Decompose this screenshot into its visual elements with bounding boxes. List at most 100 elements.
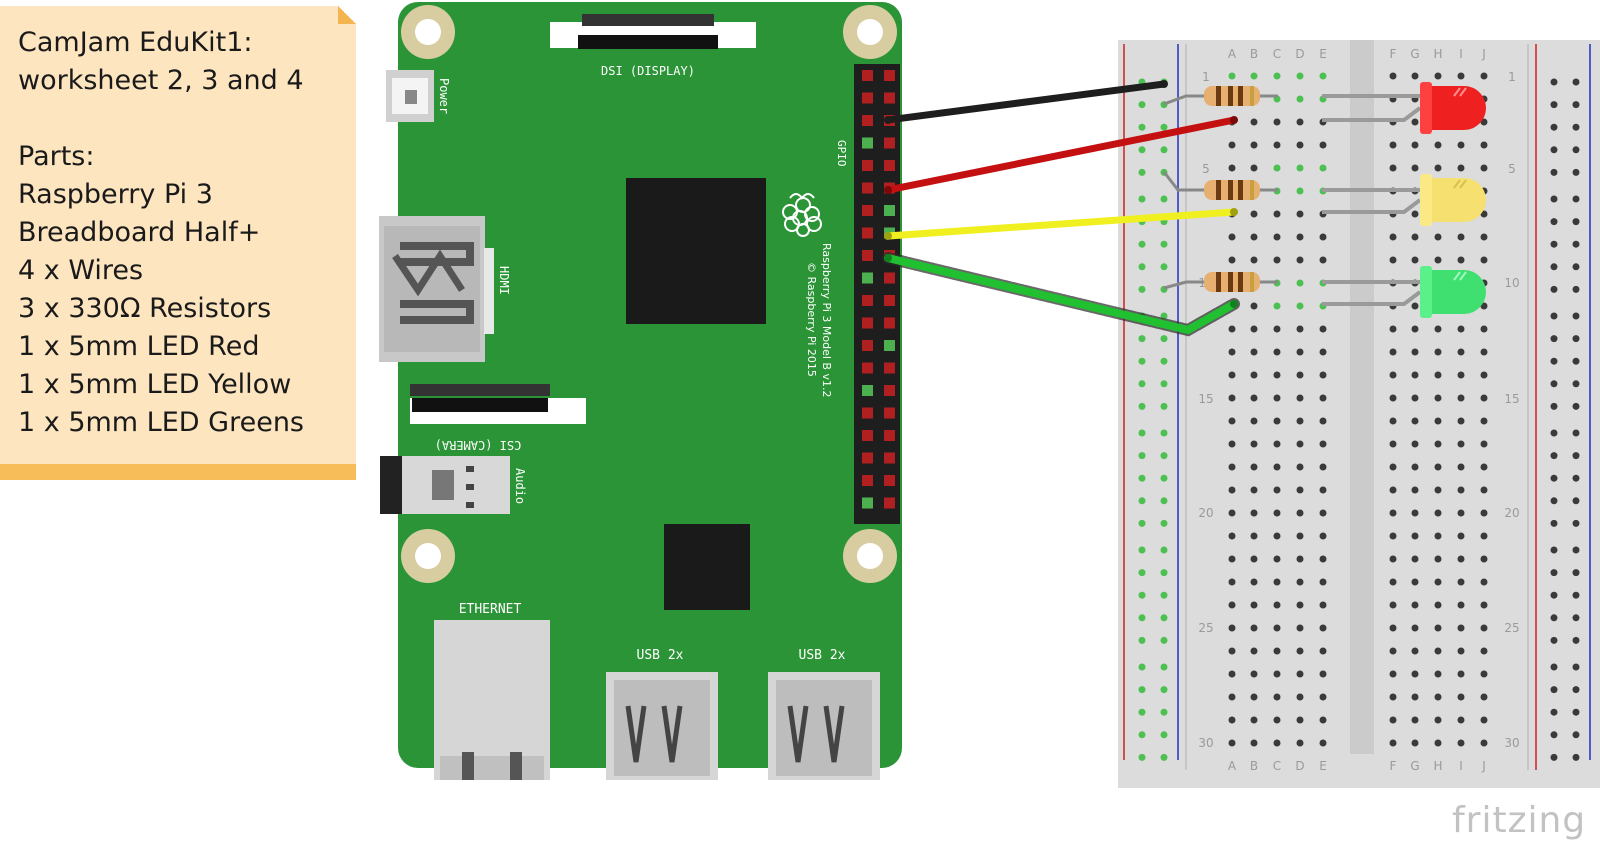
gpio-pin xyxy=(862,407,873,419)
breadboard-hole xyxy=(1319,141,1327,149)
breadboard-hole xyxy=(1389,325,1397,333)
breadboard-hole xyxy=(1434,348,1442,356)
gpio-pin xyxy=(884,317,895,329)
column-letter: H xyxy=(1433,759,1442,773)
column-letter: I xyxy=(1459,47,1463,61)
led-yellow xyxy=(1420,174,1486,226)
breadboard-hole xyxy=(1389,716,1397,724)
breadboard-hole xyxy=(1411,486,1419,494)
breadboard-hole xyxy=(1319,670,1327,678)
breadboard-hole xyxy=(1160,380,1168,388)
breadboard-hole xyxy=(1411,693,1419,701)
breadboard-hole xyxy=(1250,716,1258,724)
gpio-pin xyxy=(862,385,873,396)
breadboard-hole xyxy=(1572,708,1580,716)
breadboard-hole xyxy=(1550,474,1558,482)
breadboard-hole xyxy=(1296,348,1304,356)
soc-chip xyxy=(626,178,766,324)
breadboard-hole xyxy=(1572,591,1580,599)
breadboard-hole xyxy=(1250,417,1258,425)
breadboard-hole xyxy=(1160,731,1168,739)
breadboard-hole xyxy=(1319,256,1327,264)
breadboard-hole xyxy=(1480,394,1488,402)
breadboard-hole xyxy=(1457,256,1465,264)
breadboard-hole xyxy=(1160,429,1168,437)
column-letter: I xyxy=(1459,759,1463,773)
led-green xyxy=(1420,266,1486,318)
breadboard-hole xyxy=(1319,555,1327,563)
dsi-label: DSI (DISPLAY) xyxy=(601,64,695,78)
breadboard-hole xyxy=(1389,532,1397,540)
breadboard-hole xyxy=(1457,394,1465,402)
breadboard-hole xyxy=(1296,279,1304,287)
breadboard-hole xyxy=(1434,164,1442,172)
breadboard-hole xyxy=(1138,452,1146,460)
usb-label-2: USB 2x xyxy=(799,648,846,663)
breadboard-hole xyxy=(1411,532,1419,540)
breadboard-hole xyxy=(1138,101,1146,109)
breadboard-hole xyxy=(1273,325,1281,333)
breadboard-hole xyxy=(1480,141,1488,149)
breadboard-hole xyxy=(1572,402,1580,410)
breadboard-hole xyxy=(1250,325,1258,333)
breadboard-hole xyxy=(1250,509,1258,517)
breadboard-hole xyxy=(1572,497,1580,505)
breadboard-hole xyxy=(1457,233,1465,241)
breadboard-hole xyxy=(1411,394,1419,402)
breadboard-hole xyxy=(1319,394,1327,402)
breadboard-hole xyxy=(1296,394,1304,402)
part-item: 1 x 5mm LED Red xyxy=(18,331,260,362)
breadboard-hole xyxy=(1250,486,1258,494)
breadboard-hole xyxy=(1273,302,1281,310)
breadboard-hole xyxy=(1457,670,1465,678)
breadboard-hole xyxy=(1296,164,1304,172)
breadboard-center-channel xyxy=(1350,40,1374,754)
gpio-pin xyxy=(862,362,873,374)
breadboard-hole xyxy=(1228,440,1236,448)
breadboard-hole xyxy=(1138,123,1146,131)
wire-black xyxy=(884,80,1168,124)
column-letter: H xyxy=(1433,47,1442,61)
breadboard-hole xyxy=(1228,371,1236,379)
breadboard-hole xyxy=(1457,739,1465,747)
breadboard-hole xyxy=(1250,394,1258,402)
breadboard-hole xyxy=(1411,624,1419,632)
breadboard-hole xyxy=(1319,601,1327,609)
gpio-pin xyxy=(884,475,895,486)
breadboard-hole xyxy=(1273,394,1281,402)
breadboard-hole xyxy=(1389,463,1397,471)
column-letter: G xyxy=(1410,759,1419,773)
gpio-pin xyxy=(884,340,895,351)
breadboard-hole xyxy=(1273,348,1281,356)
mounting-holes xyxy=(401,5,897,583)
breadboard-hole xyxy=(1480,325,1488,333)
breadboard-hole xyxy=(1250,256,1258,264)
breadboard-hole xyxy=(1572,146,1580,154)
breadboard-hole xyxy=(1138,402,1146,410)
breadboard-hole xyxy=(1296,509,1304,517)
breadboard-hole xyxy=(1250,233,1258,241)
gpio-pin xyxy=(862,205,873,216)
gpio-pin xyxy=(884,160,895,171)
breadboard-hole xyxy=(1434,233,1442,241)
breadboard-hole xyxy=(1389,555,1397,563)
breadboard-hole xyxy=(1550,146,1558,154)
breadboard-hole xyxy=(1296,440,1304,448)
breadboard-hole xyxy=(1296,693,1304,701)
breadboard-hole xyxy=(1411,463,1419,471)
breadboard-hole xyxy=(1296,417,1304,425)
breadboard-hole xyxy=(1389,624,1397,632)
gpio-pin xyxy=(862,475,873,486)
breadboard-hole xyxy=(1389,601,1397,609)
breadboard-hole xyxy=(1457,486,1465,494)
gpio-pin xyxy=(862,497,873,509)
breadboard-hole xyxy=(1389,164,1397,172)
breadboard-hole xyxy=(1296,670,1304,678)
breadboard-hole xyxy=(1160,663,1168,671)
note-fold-corner xyxy=(338,6,356,24)
led-legs xyxy=(1322,94,1422,306)
breadboard-hole xyxy=(1138,731,1146,739)
wires xyxy=(882,80,1240,337)
row-number: 15 xyxy=(1198,392,1213,406)
